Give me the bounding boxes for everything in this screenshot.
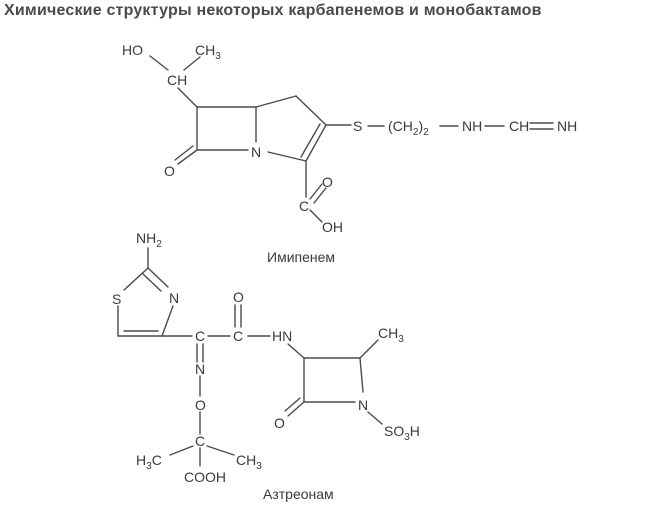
imipenem-caption: Имипенем: [267, 249, 335, 265]
aztreonam-caption: Азтреонам: [263, 486, 334, 502]
imipenem-ch-label: CH: [167, 72, 187, 88]
bond-carbonyl-2: [174, 145, 194, 161]
bond-carbonyl-1: [177, 149, 198, 165]
bond-ring-dbl-1: [305, 124, 327, 162]
imipenem-ch3-label: CH3: [195, 42, 221, 62]
imipenem-ch2-label: CH: [509, 118, 529, 134]
imipenem-s-label: S: [353, 118, 362, 134]
bond-ho-ch: [149, 55, 169, 71]
bond-az-co-1: [287, 401, 305, 417]
bond-c-ch3: [206, 445, 235, 456]
bond-ring-right: [295, 95, 327, 126]
bond-n-so3h: [367, 411, 383, 425]
imipenem-nh-label: NH: [462, 118, 482, 134]
imipenem-o-label: O: [164, 163, 175, 179]
bond-ch-ch3: [183, 56, 201, 71]
aztreonam-o-lactam-label: O: [274, 415, 285, 431]
aztreonam-o-oxime-label: O: [195, 397, 206, 413]
bond-ring-up: [255, 95, 297, 108]
bond-thz-c4-n: [161, 305, 174, 337]
aztreonam-nh2-label: NH2: [136, 230, 162, 250]
imipenem-acid-c-label: C: [299, 198, 309, 214]
aztreonam-so3h-label: SO3H: [384, 423, 420, 443]
bond-az-co-2: [284, 397, 301, 412]
bond-thz-c2-n-2: [142, 273, 162, 292]
imipenem-eqnh-label: NH: [557, 118, 577, 134]
bond-acid-oh: [309, 209, 323, 223]
bond-hn-ring: [287, 343, 305, 359]
bond-az-lactam-right: [359, 357, 364, 393]
imipenem-structure: HO CH3 CH N O S (CH2)2 NH CH NH O C OH И…: [122, 42, 577, 265]
aztreonam-n-lactam-label: N: [358, 397, 368, 413]
imipenem-chain-label: (CH2)2: [388, 118, 429, 138]
bond-thz-c2-n-1: [147, 267, 169, 288]
aztreonam-hn-label: HN: [272, 328, 292, 344]
aztreonam-cooh-label: COOH: [184, 469, 226, 485]
imipenem-ho-label: HO: [122, 42, 143, 58]
aztreonam-ch3b-label: CH3: [236, 452, 262, 472]
aztreonam-c2-label: C: [233, 328, 243, 344]
aztreonam-structure: NH2 S N C C O HN CH3 N O C H3C CH3 COOH …: [112, 230, 420, 502]
aztreonam-n-oxime-label: N: [195, 361, 205, 377]
aztreonam-n-ring-label: N: [169, 290, 179, 306]
page-title: Химические структуры некоторых карбапене…: [4, 2, 542, 19]
bond-thz-c2-s: [123, 267, 149, 291]
aztreonam-o-top-label: O: [233, 289, 244, 305]
bond-c-h3c: [169, 445, 194, 456]
bond-acid-o-2: [313, 187, 327, 204]
bond-acid-o-1: [309, 183, 323, 200]
imipenem-n-label: N: [251, 144, 261, 160]
imipenem-acid-o-label: O: [322, 174, 333, 190]
bond-ring-n: [267, 151, 307, 162]
bond-ring-dbl-2: [300, 123, 321, 158]
aztreonam-c1-label: C: [195, 328, 205, 344]
aztreonam-c-quat-label: C: [195, 433, 205, 449]
bond-az-ch3: [359, 339, 379, 359]
aztreonam-s-label: S: [112, 291, 121, 307]
aztreonam-ch3-label: CH3: [378, 325, 404, 345]
bond-ch-ring: [177, 87, 198, 108]
aztreonam-h3c-label: H3C: [136, 452, 162, 472]
imipenem-acid-oh-label: OH: [322, 219, 343, 235]
